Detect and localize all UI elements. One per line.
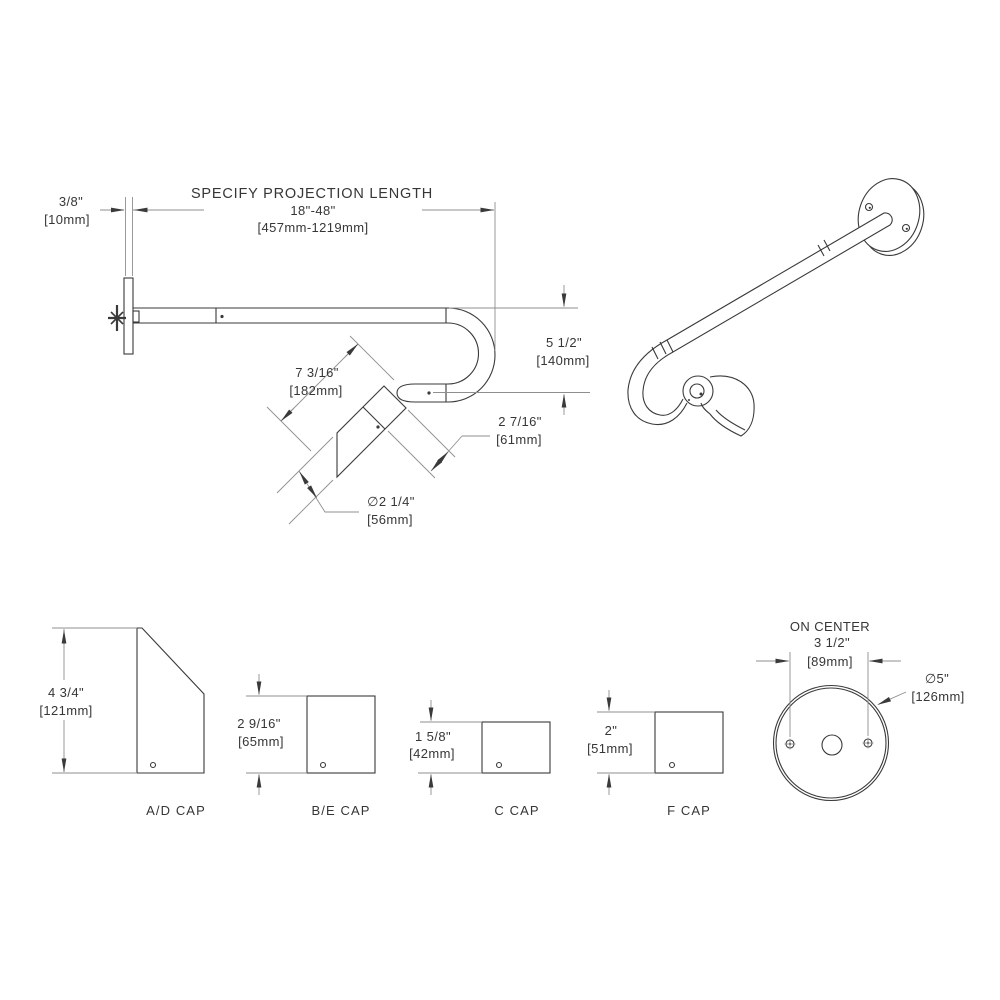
dim-text: ∅5": [925, 671, 949, 686]
mounting-screw-icon: [108, 305, 126, 331]
cap-f-profile: [654, 711, 724, 774]
lamp-head: [336, 385, 407, 479]
set-screw-dot: [376, 425, 380, 429]
plate-screw-hole: [862, 737, 874, 749]
plate-outer-circle: [772, 684, 890, 802]
cap-label: B/E CAP: [312, 803, 371, 818]
iso-shade-lip: [715, 409, 746, 431]
dim-text: [51mm]: [587, 741, 633, 756]
projection-title: SPECIFY PROJECTION LENGTH: [191, 186, 433, 202]
dim-projection-length: SPECIFY PROJECTION LENGTH 18"-48" [457mm…: [133, 186, 496, 351]
plate-screw-hole: [864, 202, 874, 212]
dim-text: 4 3/4": [48, 685, 84, 700]
side-view: [108, 277, 496, 479]
cap-label: C CAP: [494, 803, 539, 818]
set-screw-dot: [220, 314, 224, 319]
plate-screw-hole: [784, 738, 796, 750]
cap-f: 2" [51mm] F CAP: [587, 690, 724, 818]
dim-head-body: 2 7/16" [61mm]: [387, 409, 542, 479]
dim-head-length: 7 3/16" [182mm]: [266, 335, 395, 452]
coupling-cap: [396, 383, 416, 403]
shade-rim-line: [362, 406, 386, 430]
dim-text: [126mm]: [911, 689, 964, 704]
dim-text: ON CENTER: [790, 619, 870, 634]
cap-c: 1 5/8" [42mm] C CAP: [409, 700, 551, 818]
gooseneck-outer-arc: [447, 307, 496, 403]
dim-text: [182mm]: [289, 383, 342, 398]
dim-text: 18"-48": [290, 203, 335, 218]
dim-text: [121mm]: [39, 703, 92, 718]
cap-hole: [668, 761, 676, 769]
iso-shade: [700, 375, 755, 437]
set-screw-dot: [427, 391, 431, 395]
dim-text: [42mm]: [409, 746, 455, 761]
dim-text: [56mm]: [367, 512, 413, 527]
stem-connector: [132, 310, 140, 323]
wall-plate-edge: [123, 277, 134, 355]
dim-text: 2 9/16": [237, 716, 281, 731]
gooseneck-inner-arc: [447, 322, 479, 385]
plate-screw-hole: [901, 223, 911, 233]
cap-label: A/D CAP: [146, 803, 206, 818]
cap-hole: [319, 761, 327, 769]
dim-text: [457mm-1219mm]: [257, 220, 368, 235]
cap-ad: 4 3/4" [121mm] A/D CAP: [39, 627, 206, 818]
isometric-view: [627, 178, 925, 437]
cap-be: 2 9/16" [65mm] B/E CAP: [237, 674, 376, 818]
dim-text: 2": [605, 723, 618, 738]
mount-plate-view: ON CENTER 3 1/2" [89mm] ∅5" [126mm]: [756, 619, 964, 802]
cap-label: F CAP: [667, 803, 711, 818]
dim-text: [61mm]: [496, 432, 542, 447]
cap-hole: [495, 761, 503, 769]
iso-knuckle: [682, 375, 714, 407]
cap-be-profile: [306, 695, 376, 774]
dim-text: [65mm]: [238, 734, 284, 749]
plate-rim-circle: [775, 687, 887, 799]
iso-arm-tube: [666, 212, 893, 353]
iso-gooseneck-inner: [642, 351, 684, 416]
dim-plate-thickness: 3/8" [10mm]: [44, 194, 133, 276]
dim-text: [140mm]: [536, 353, 589, 368]
cap-hole: [149, 761, 157, 769]
dim-text: ∅2 1/4": [367, 494, 415, 509]
dim-text: 7 3/16": [295, 365, 339, 380]
dim-text: 3/8": [59, 194, 83, 209]
cap-ad-profile: [136, 627, 205, 774]
dim-text: [10mm]: [44, 212, 90, 227]
dim-text: 3 1/2": [814, 635, 850, 650]
dim-text: 1 5/8": [415, 729, 451, 744]
dim-opening-diameter: ∅2 1/4" [56mm]: [276, 436, 415, 527]
dim-text: 2 7/16": [498, 414, 542, 429]
dim-text: [89mm]: [807, 654, 853, 669]
plate-center-hole: [821, 734, 843, 756]
cap-c-profile: [481, 721, 551, 774]
iso-gooseneck-outer: [627, 339, 688, 426]
dim-text: 5 1/2": [546, 335, 582, 350]
dim-drop: 5 1/2" [140mm]: [433, 285, 590, 415]
